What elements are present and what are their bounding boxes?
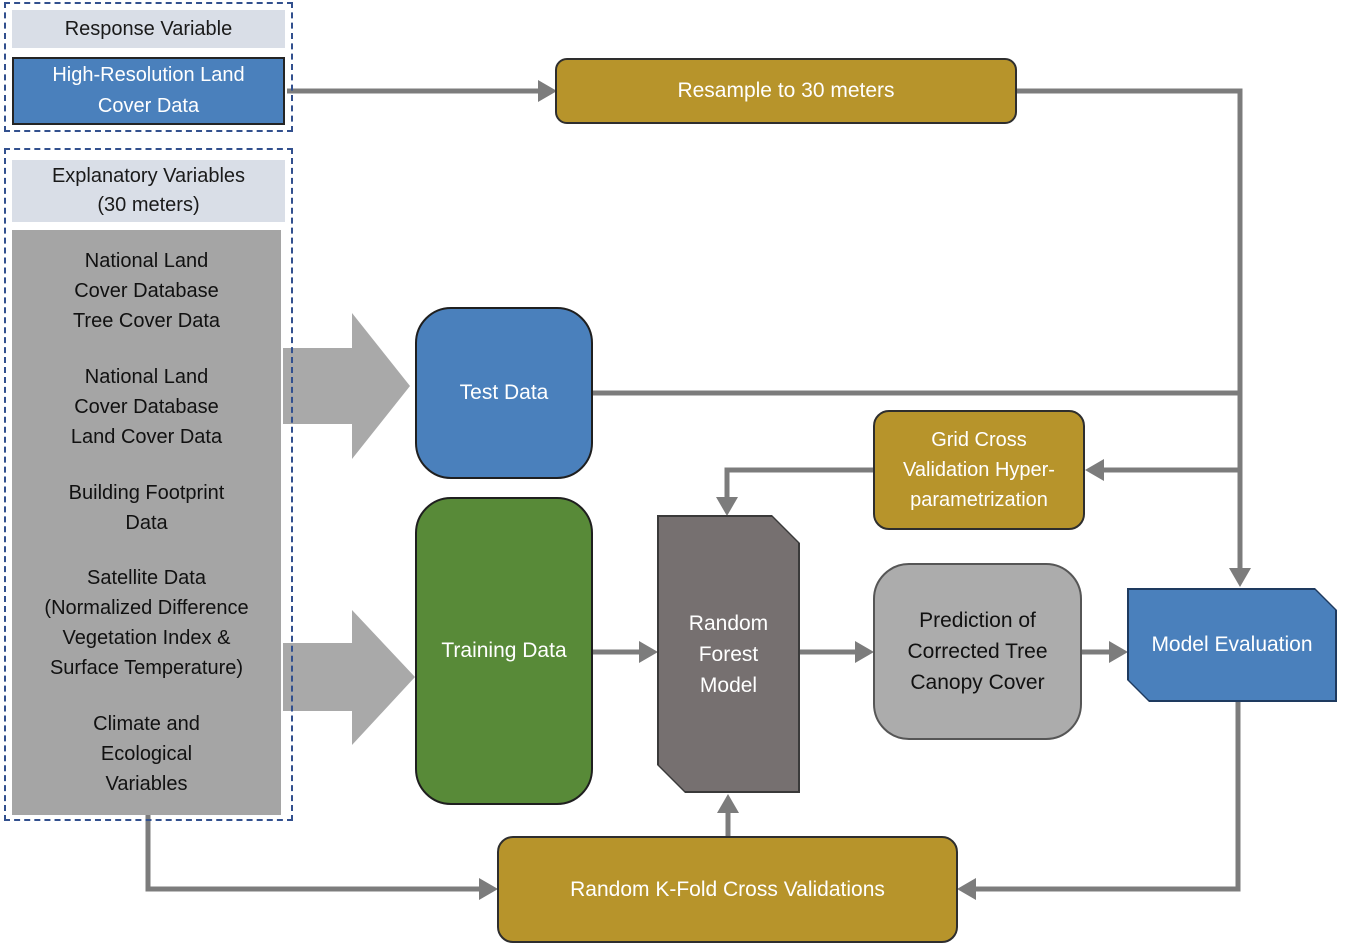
response-variable-group (4, 2, 293, 132)
explanatory-variables-header: Explanatory Variables (30 meters) (12, 160, 285, 222)
block-arrow-to-test-data (283, 313, 410, 459)
response-variable-header-label: Response Variable (64, 17, 233, 40)
arrowhead-into-rf-bottom (717, 794, 739, 813)
list-item-climate-ecological: Climate and Ecological Variables (93, 713, 200, 795)
node-high-resolution-land-cover-data: High-Resolution Land Cover Data (12, 57, 285, 125)
block-arrow-to-training-data (283, 610, 415, 745)
arrowhead-into-kfold-left (479, 878, 498, 900)
arrowhead-into-rf-left (639, 641, 658, 663)
connector-gridcv-to-rf (724, 467, 873, 499)
node-high-resolution-land-cover-data-label: High-Resolution Land Cover Data (52, 64, 245, 117)
arrowhead-into-modeleval-top (1229, 568, 1251, 587)
list-item-satellite-data: Satellite Data (Normalized Difference Ve… (44, 567, 249, 680)
response-variable-header: Response Variable (12, 10, 285, 48)
node-resample-30m-label: Resample to 30 meters (677, 79, 895, 102)
node-model-evaluation-fill: Model Evaluation (1129, 590, 1335, 700)
node-test-data-label: Test Data (459, 381, 549, 404)
node-prediction-corrected-tcc: Prediction of Corrected Tree Canopy Cove… (873, 563, 1082, 740)
arrowhead-into-kfold-right (957, 878, 976, 900)
explanatory-variables-header-label: Explanatory Variables (30 meters) (51, 165, 246, 216)
list-item-nlcd-land-cover: National Land Cover Database Land Cover … (70, 365, 223, 448)
node-resample-30m: Resample to 30 meters (555, 58, 1017, 124)
node-training-data-label: Training Data (441, 639, 567, 662)
node-random-forest-model: Random Forest Model (657, 515, 800, 793)
node-random-forest-model-label: Random Forest Model (688, 611, 769, 697)
node-test-data: Test Data (415, 307, 593, 479)
node-model-evaluation-label: Model Evaluation (1151, 633, 1313, 656)
connector-explanatory-to-kfold (145, 815, 481, 892)
node-grid-cross-validation-label: Grid Cross Validation Hyper- parametriza… (903, 429, 1055, 511)
list-item-nlcd-tree-cover: National Land Cover Database Tree Cover … (72, 250, 221, 332)
node-model-evaluation: Model Evaluation (1127, 588, 1337, 702)
arrowhead-into-gridcv (1085, 459, 1104, 481)
arrowhead-into-modeleval-left (1109, 641, 1128, 663)
arrowhead-into-rf-top (716, 497, 738, 516)
node-random-kfold-cross-validations: Random K-Fold Cross Validations (497, 836, 958, 943)
node-random-kfold-cross-validations-label: Random K-Fold Cross Validations (570, 877, 885, 901)
node-grid-cross-validation: Grid Cross Validation Hyper- parametriza… (873, 410, 1085, 530)
node-training-data: Training Data (415, 497, 593, 805)
node-prediction-corrected-tcc-label: Prediction of Corrected Tree Canopy Cove… (907, 609, 1048, 694)
node-random-forest-model-fill: Random Forest Model (659, 517, 798, 791)
arrowhead-into-prediction (855, 641, 874, 663)
explanatory-variables-list: National Land Cover Database Tree Cover … (12, 230, 281, 815)
list-item-building-footprint: Building Footprint Data (68, 481, 225, 534)
